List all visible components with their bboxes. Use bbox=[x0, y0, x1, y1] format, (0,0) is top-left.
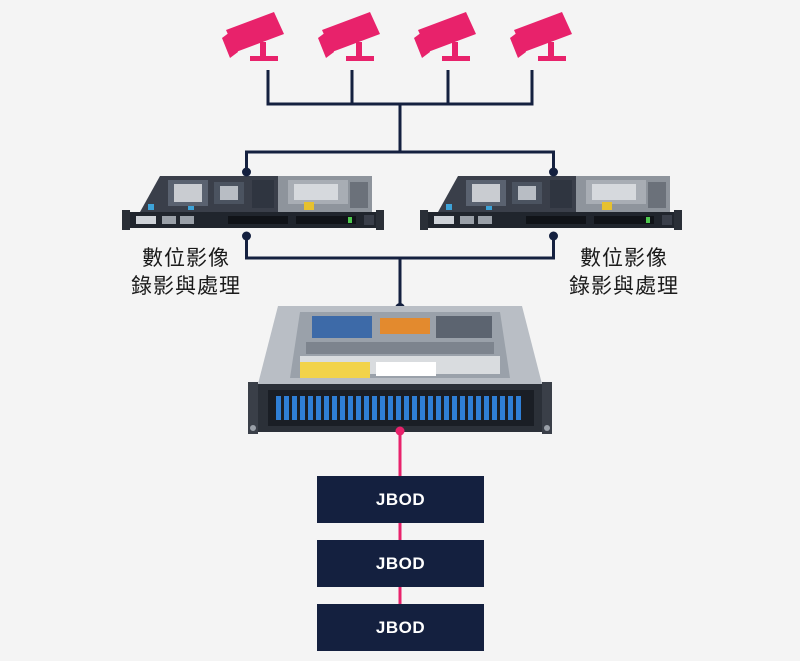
storage-server-icon bbox=[248, 306, 552, 434]
security-camera-icon-3 bbox=[414, 12, 476, 61]
right-server-label: 數位影像 錄影與處理 bbox=[544, 244, 704, 300]
security-camera-icon-4 bbox=[510, 12, 572, 61]
right-label-line1: 數位影像 bbox=[580, 246, 668, 270]
rack-server-icon-left bbox=[122, 176, 384, 230]
security-camera-icon-1 bbox=[222, 12, 284, 61]
rack-server-icon-right bbox=[420, 176, 682, 230]
storage-link-dot bbox=[395, 426, 405, 436]
jbod-box-3: JBOD bbox=[317, 604, 484, 651]
camera-bus bbox=[245, 70, 555, 308]
jbod-box-1: JBOD bbox=[317, 476, 484, 523]
left-server-label: 數位影像 錄影與處理 bbox=[106, 244, 266, 300]
jbod-box-2: JBOD bbox=[317, 540, 484, 587]
left-label-line2: 錄影與處理 bbox=[131, 274, 241, 298]
right-label-line2: 錄影與處理 bbox=[569, 274, 679, 298]
left-label-line1: 數位影像 bbox=[142, 246, 230, 270]
security-camera-icon-2 bbox=[318, 12, 380, 61]
